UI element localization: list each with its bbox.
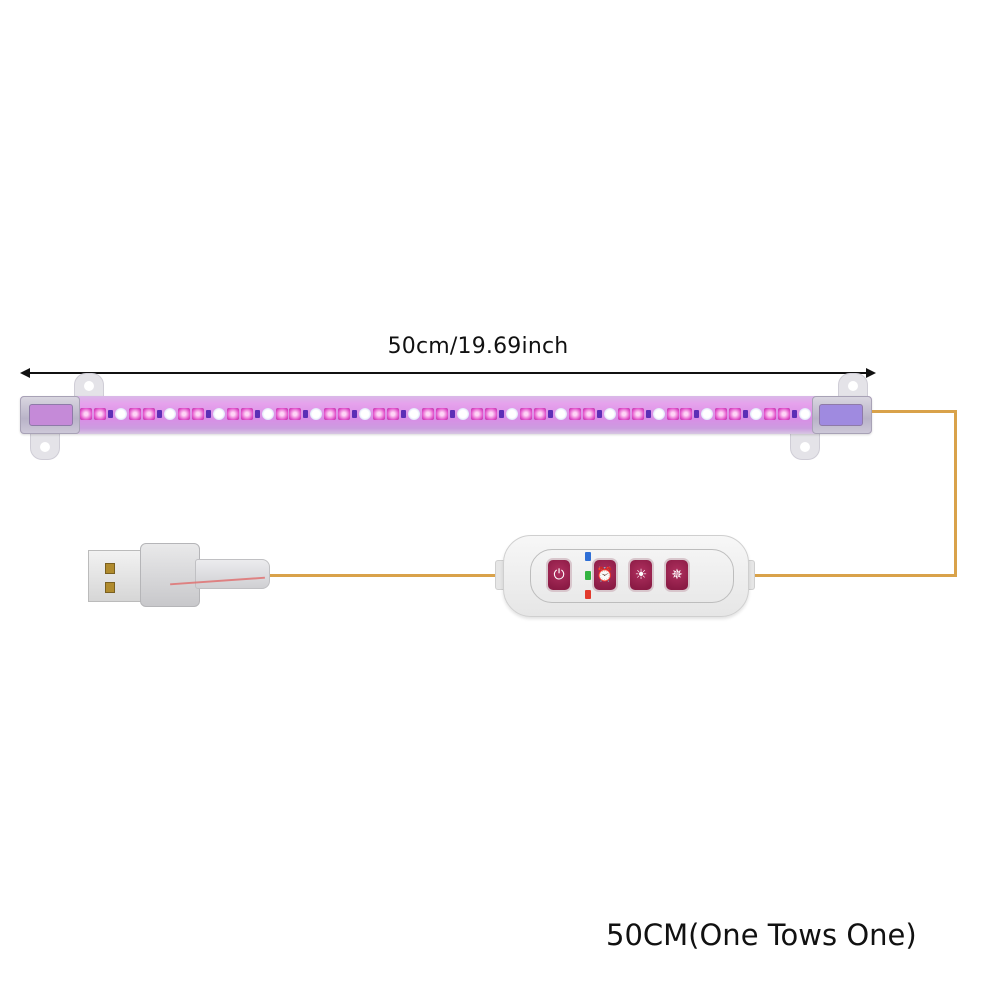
controller-panel — [530, 549, 734, 603]
led-pink — [93, 408, 106, 420]
led-pink — [778, 408, 791, 420]
led-white — [212, 408, 225, 420]
cable-segment — [954, 410, 957, 577]
led-uv — [205, 410, 211, 418]
led-uv — [645, 410, 651, 418]
led-pink — [142, 408, 155, 420]
led-pink — [715, 408, 728, 420]
product-caption: 50CM(One Tows One) — [606, 918, 917, 952]
led-pink — [568, 408, 581, 420]
led-pink — [289, 408, 302, 420]
end-cap-right — [812, 396, 872, 434]
led-uv — [107, 410, 113, 418]
led-pink — [373, 408, 386, 420]
led-uv — [156, 410, 162, 418]
usb-a-connector — [88, 550, 144, 602]
led-pink — [519, 408, 532, 420]
mounting-tab-icon — [30, 432, 60, 460]
led-white — [505, 408, 518, 420]
brightness-up-icon: ✵ — [671, 567, 683, 583]
led-pink — [764, 408, 777, 420]
end-cap-left — [20, 396, 80, 434]
dimension-label: 50cm/19.69inch — [387, 334, 569, 359]
led-white — [359, 408, 372, 420]
led-pink — [177, 408, 190, 420]
led-pink — [387, 408, 400, 420]
led-pink — [582, 408, 595, 420]
led-white — [799, 408, 812, 420]
led-pink — [471, 408, 483, 420]
usb-plug-housing — [140, 543, 270, 607]
led-pink — [240, 408, 253, 420]
timer-button[interactable]: ⏰ — [592, 558, 618, 592]
inline-controller: ⏻ ⏰ ☀ ✵ — [503, 535, 749, 617]
led-uv — [450, 410, 456, 418]
led-pink — [436, 408, 449, 420]
indicator-red — [585, 590, 591, 599]
led-white — [652, 408, 665, 420]
led-uv — [792, 410, 798, 418]
led-pink — [617, 408, 630, 420]
led-uv — [352, 410, 358, 418]
brightness-down-icon: ☀ — [634, 567, 648, 583]
dimension-line — [24, 372, 874, 374]
power-icon: ⏻ — [553, 567, 565, 583]
dim-button[interactable]: ☀ — [628, 558, 654, 592]
led-uv — [254, 410, 260, 418]
led-uv — [743, 410, 749, 418]
mounting-tab-icon — [790, 432, 820, 460]
led-light-bar — [20, 396, 872, 434]
indicator-green — [585, 571, 591, 580]
led-pink — [729, 408, 742, 420]
led-white — [163, 408, 176, 420]
led-white — [554, 408, 567, 420]
power-button[interactable]: ⏻ — [546, 558, 572, 592]
led-white — [457, 408, 470, 420]
cable-segment — [872, 410, 957, 413]
led-pink — [226, 408, 239, 420]
led-white — [261, 408, 274, 420]
led-white — [408, 408, 421, 420]
led-pink — [631, 408, 644, 420]
arrow-left-icon — [20, 368, 30, 378]
led-pink — [338, 408, 351, 420]
led-uv — [596, 410, 602, 418]
led-pink — [422, 408, 435, 420]
led-uv — [401, 410, 407, 418]
led-pink — [484, 408, 497, 420]
led-row — [80, 403, 812, 425]
led-pink — [324, 408, 337, 420]
led-uv — [547, 410, 553, 418]
led-white — [114, 408, 127, 420]
led-pink — [128, 408, 141, 420]
cable-segment — [752, 574, 957, 577]
bright-button[interactable]: ✵ — [664, 558, 690, 592]
indicator-blue — [585, 552, 591, 561]
led-white — [603, 408, 616, 420]
led-uv — [498, 410, 504, 418]
timer-clock-icon: ⏰ — [596, 567, 614, 583]
led-pink — [80, 408, 92, 420]
led-white — [750, 408, 763, 420]
arrow-right-icon — [866, 368, 876, 378]
led-pink — [680, 408, 693, 420]
led-pink — [666, 408, 679, 420]
led-pink — [191, 408, 204, 420]
led-uv — [303, 410, 309, 418]
cable-segment — [270, 574, 498, 577]
led-white — [310, 408, 323, 420]
led-pink — [275, 408, 288, 420]
led-uv — [694, 410, 700, 418]
led-white — [701, 408, 714, 420]
led-pink — [533, 408, 546, 420]
